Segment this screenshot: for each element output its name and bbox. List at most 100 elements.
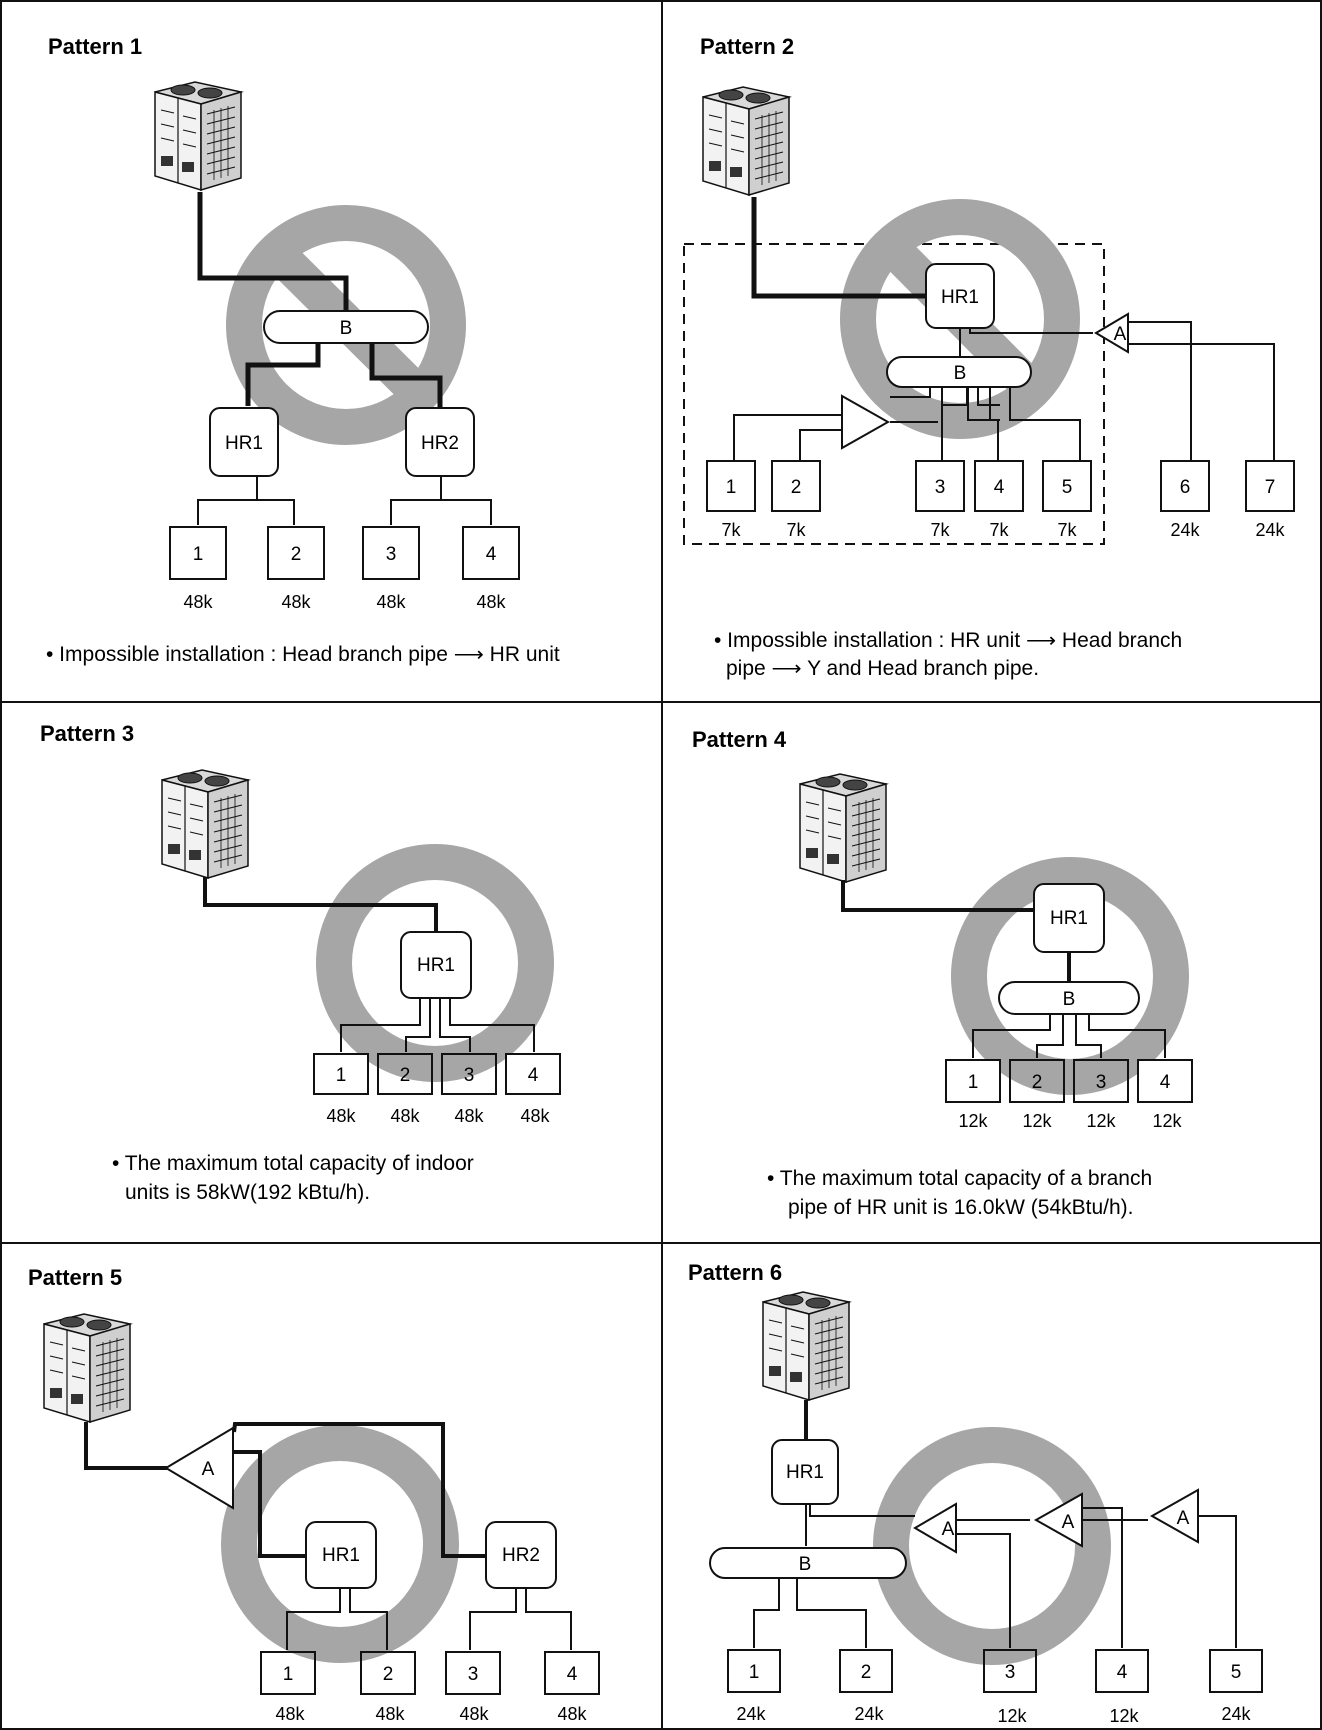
hr-label: HR1	[322, 1545, 360, 1566]
capacity-label: 7k	[930, 520, 950, 540]
indoor-unit-number: 4	[1117, 1662, 1128, 1683]
capacity-label: 12k	[958, 1111, 988, 1131]
capacity-label: 48k	[375, 1704, 405, 1724]
indoor-unit-number: 2	[791, 477, 802, 498]
pattern-5-title: Pattern 5	[28, 1265, 122, 1290]
piping	[84, 1422, 572, 1650]
capacity-label: 7k	[989, 520, 1009, 540]
capacity-label: 48k	[281, 592, 311, 612]
y-branch-pipe: A	[1094, 312, 1129, 354]
indoor-units: 1 2 3 4 5 24k 24k 12k 12k 24k	[727, 1649, 1263, 1726]
y-branch-label: A	[1177, 1508, 1190, 1529]
hr-unit: HR2	[405, 407, 475, 477]
outdoor-unit-icon	[161, 769, 249, 879]
pattern-1-title: Pattern 1	[48, 34, 142, 59]
indoor-unit	[915, 460, 965, 512]
indoor-unit-number: 1	[336, 1065, 347, 1086]
indoor-unit	[377, 1053, 433, 1095]
pattern-2-note-line-2: pipe ⟶ Y and Head branch pipe.	[726, 657, 1039, 680]
indoor-unit-number: 3	[935, 477, 946, 498]
hr-unit: HR1	[1033, 883, 1105, 953]
indoor-unit	[974, 460, 1024, 512]
y-branch-pipe: A	[1149, 1488, 1199, 1544]
indoor-unit	[1209, 1649, 1263, 1693]
outdoor-unit-icon	[702, 86, 790, 196]
indoor-unit-number: 2	[1032, 1072, 1043, 1093]
capacity-label: 24k	[1221, 1704, 1251, 1724]
pattern-3-panel: Pattern 3 HR1 1 2 3 4 48k 48k 48k 48k • …	[40, 721, 561, 1204]
indoor-unit	[1245, 460, 1295, 512]
indoor-unit-number: 1	[283, 1664, 294, 1685]
y-branch-pipe: A	[913, 1502, 957, 1554]
pattern-4-note-line-1: • The maximum total capacity of a branch	[767, 1167, 1152, 1190]
indoor-unit-number: 3	[468, 1664, 479, 1685]
capacity-label: 48k	[459, 1704, 489, 1724]
capacity-label: 12k	[1022, 1111, 1052, 1131]
indoor-unit-number: 2	[400, 1065, 411, 1086]
piping	[753, 1400, 1237, 1648]
capacity-label: 48k	[183, 592, 213, 612]
indoor-unit-number: 2	[861, 1662, 872, 1683]
branch-label: B	[954, 363, 967, 384]
indoor-unit	[445, 1651, 501, 1695]
indoor-unit	[1042, 460, 1092, 512]
indoor-unit	[1095, 1649, 1149, 1693]
y-branch-pipe	[841, 394, 891, 450]
indoor-unit	[260, 1651, 316, 1695]
indoor-units: 1 2 3 4 48k 48k 48k 48k	[260, 1651, 600, 1724]
indoor-unit	[169, 526, 227, 580]
hr-label: HR1	[941, 287, 979, 308]
y-branch-label: A	[1062, 1512, 1075, 1533]
indoor-unit-number: 1	[749, 1662, 760, 1683]
indoor-units: 1 2 3 4 48k 48k 48k 48k	[313, 1053, 561, 1126]
indoor-unit	[1073, 1059, 1129, 1103]
hr-label: HR1	[786, 1462, 824, 1483]
indoor-unit-number: 4	[486, 544, 497, 565]
indoor-unit-number: 1	[193, 544, 204, 565]
indoor-unit-number: 4	[1160, 1072, 1171, 1093]
indoor-unit	[1137, 1059, 1193, 1103]
capacity-label: 48k	[275, 1704, 305, 1724]
capacity-label: 12k	[1109, 1706, 1139, 1726]
hr-label: HR2	[502, 1545, 540, 1566]
pattern-1-panel: Pattern 1 B HR1 HR2	[46, 34, 560, 666]
capacity-label: 12k	[997, 1706, 1027, 1726]
hr-label: HR1	[225, 433, 263, 454]
indoor-units: 1 2 3 4 12k 12k 12k 12k	[945, 1059, 1193, 1131]
pattern-4-panel: Pattern 4 HR1 B 1 2 3 4 12k 12k 12k	[692, 727, 1193, 1219]
capacity-label: 7k	[721, 520, 741, 540]
branch-label: B	[1063, 989, 1076, 1010]
capacity-label: 12k	[1152, 1111, 1182, 1131]
indoor-unit-number: 4	[567, 1664, 578, 1685]
head-branch-pipe: B	[263, 310, 429, 344]
pattern-3-title: Pattern 3	[40, 721, 134, 746]
hr-label: HR2	[421, 433, 459, 454]
indoor-unit	[462, 526, 520, 580]
outdoor-unit-icon	[154, 81, 242, 191]
indoor-unit-number: 2	[383, 1664, 394, 1685]
indoor-unit-number: 1	[968, 1072, 979, 1093]
indoor-unit	[839, 1649, 893, 1693]
hr-unit: HR1	[771, 1439, 839, 1505]
outdoor-unit-icon	[799, 773, 887, 883]
capacity-label: 7k	[1057, 520, 1077, 540]
outdoor-unit-icon	[43, 1313, 131, 1423]
indoor-unit	[360, 1651, 416, 1695]
y-branch-label: A	[202, 1459, 215, 1480]
pattern-1-note: • Impossible installation : Head branch …	[46, 643, 560, 666]
indoor-unit	[1160, 460, 1210, 512]
indoor-unit-number: 5	[1062, 477, 1073, 498]
indoor-unit-number: 3	[464, 1065, 475, 1086]
capacity-label: 48k	[454, 1106, 484, 1126]
capacity-label: 12k	[1086, 1111, 1116, 1131]
hr-unit: HR1	[400, 931, 472, 999]
indoor-units: 1 2 3 4 48k 48k 48k 48k	[169, 526, 520, 612]
allowed-ring	[316, 844, 554, 1082]
indoor-unit	[313, 1053, 369, 1095]
pattern-4-title: Pattern 4	[692, 727, 787, 752]
pattern-3-note-line-2: units is 58kW(192 kBtu/h).	[125, 1181, 370, 1204]
allowed-ring	[873, 1427, 1111, 1665]
indoor-unit	[945, 1059, 1001, 1103]
indoor-unit-number: 2	[291, 544, 302, 565]
